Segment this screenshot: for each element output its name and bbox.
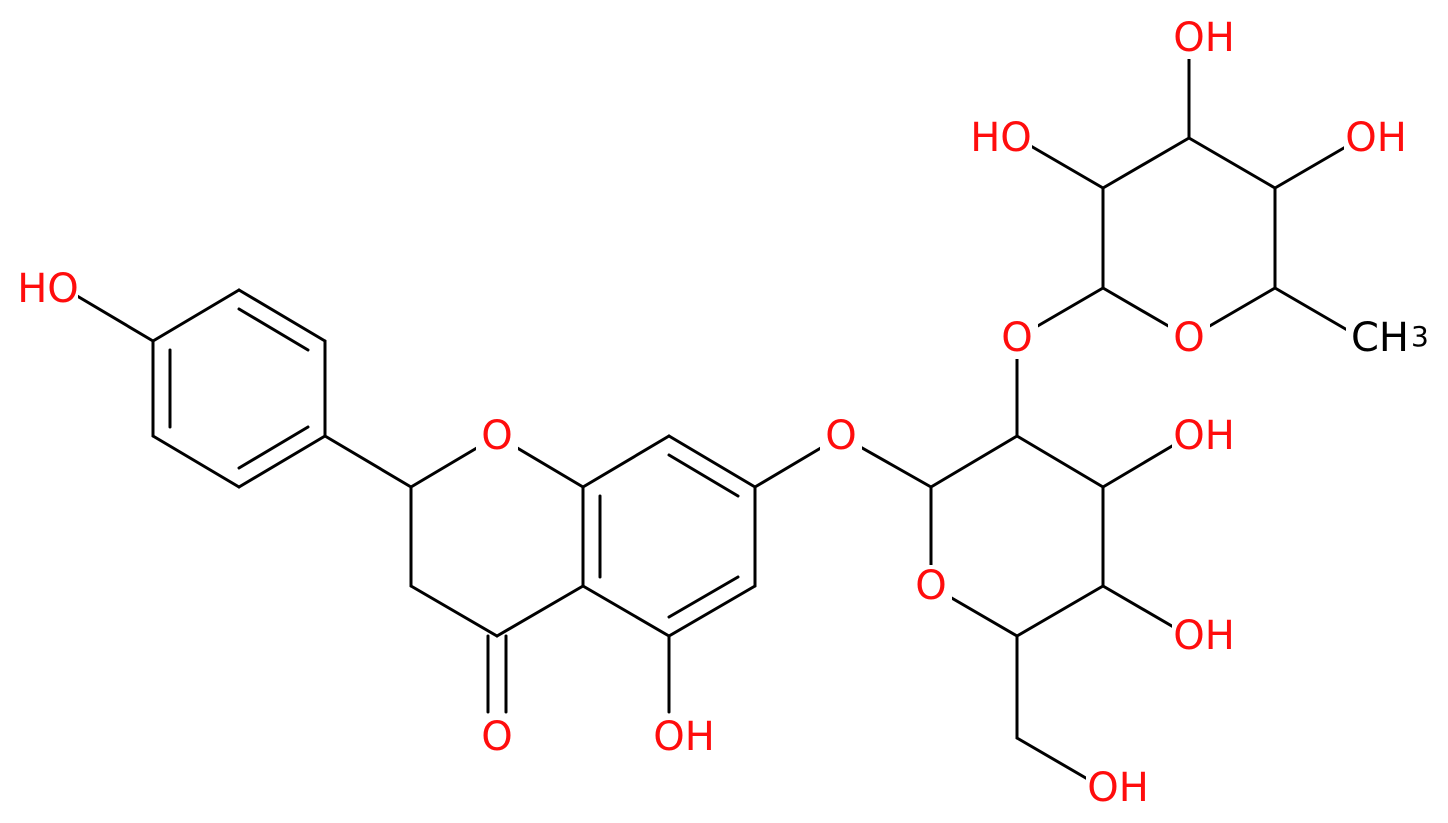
hydroxyl-5-label: OH [653, 714, 715, 760]
chromanone-ring-oxygen-label: O [481, 413, 512, 459]
hydroxymethyl-hydroxyl-label: OH [1087, 765, 1149, 811]
rhamnose-hydroxyl-label: OH [1173, 15, 1235, 61]
bond-inner [667, 575, 740, 619]
phenol-hydroxyl-label: HO [17, 266, 79, 312]
rhamnose-hydroxyl-label: OH [1345, 115, 1407, 161]
rhamnose-ring-oxygen-label: O [1173, 315, 1204, 361]
bond [667, 434, 757, 489]
bond [667, 584, 757, 638]
carbonyl-oxygen-label: O [481, 714, 512, 760]
bond-inner [237, 307, 310, 352]
methyl-subscript-label: 3 [1411, 320, 1429, 353]
bond [237, 434, 327, 489]
bond [581, 584, 671, 638]
bond [1101, 136, 1191, 190]
bond [237, 288, 327, 343]
glycosidic-oxygen-label: O [825, 413, 856, 459]
bond-inner [237, 425, 310, 470]
bond [929, 434, 1019, 489]
bond [495, 584, 585, 638]
glucose-hydroxyl-label: OH [1173, 613, 1235, 659]
rhamnose-hydroxyl-label: HO [970, 115, 1032, 161]
bond [65, 288, 155, 343]
bond [1187, 136, 1277, 190]
atom-labels: HO O O OH O O OH OH OH O O HO OH OH CH 3 [17, 15, 1430, 811]
bond [409, 584, 499, 638]
bond [151, 288, 241, 343]
glucose-hydroxyl-label: OH [1173, 413, 1235, 459]
methyl-carbon-label: CH [1351, 315, 1409, 361]
disaccharide-link-oxygen-label: O [1001, 315, 1032, 361]
glucose-ring-oxygen-label: O [915, 563, 946, 609]
bond [581, 434, 671, 489]
bonds [65, 36, 1363, 790]
bond [151, 434, 241, 489]
bond [1015, 434, 1105, 489]
bond [323, 434, 413, 489]
bond [1015, 584, 1105, 638]
bond-inner [667, 453, 740, 498]
